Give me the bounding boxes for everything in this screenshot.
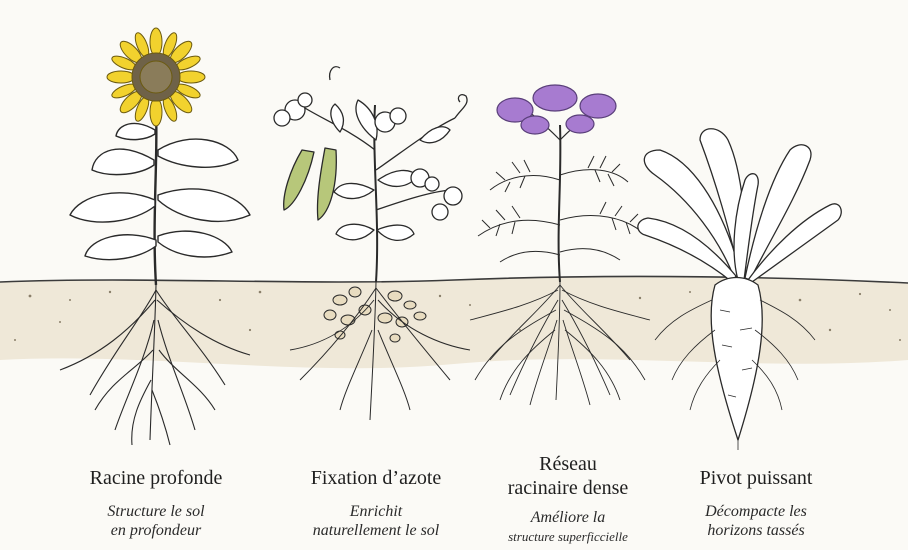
caption-title: Pivot puissant xyxy=(658,466,854,490)
caption-title: Racine profonde xyxy=(56,466,256,490)
sunflower-icon xyxy=(60,28,250,445)
phacelia-flowers xyxy=(497,85,616,134)
caption-description: Structure le sol en profondeur xyxy=(56,502,256,540)
caption-description: Améliore la structure superficcielle xyxy=(470,508,666,546)
caption-reseau-racinaire: Réseau racinaire dense Améliore la struc… xyxy=(470,452,666,546)
taproot xyxy=(711,278,762,441)
caption-description: Décompacte les horizons tassés xyxy=(658,502,854,540)
caption-racine-profonde: Racine profonde Structure le sol en prof… xyxy=(56,466,256,540)
caption-title: Réseau racinaire dense xyxy=(470,452,666,500)
pea-pods xyxy=(284,148,337,220)
caption-title: Fixation d’azote xyxy=(278,466,474,490)
caption-description: Enrichit naturellement le sol xyxy=(278,502,474,540)
caption-fixation-azote: Fixation d’azote Enrichit naturellement … xyxy=(278,466,474,540)
sunflower-bloom xyxy=(107,28,205,126)
caption-pivot-puissant: Pivot puissant Décompacte les horizons t… xyxy=(658,466,854,540)
